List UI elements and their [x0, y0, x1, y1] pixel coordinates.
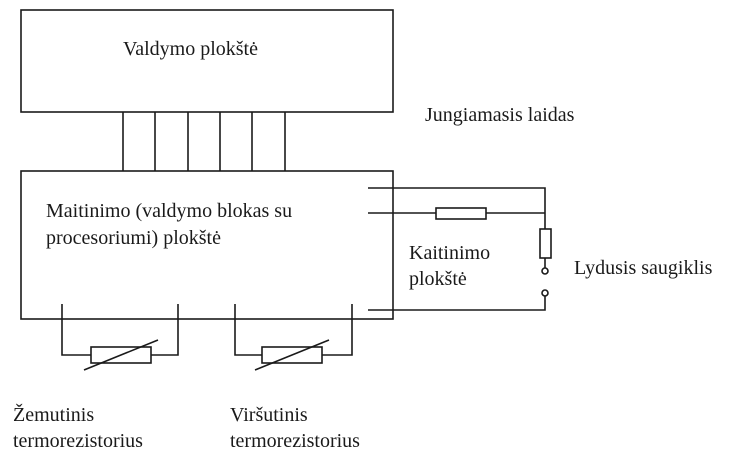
heating-plate-label-line2: plokštė [409, 268, 467, 290]
heating-plate-resistor [435, 207, 487, 220]
heating-plate-label-line1: Kaitinimo [409, 242, 491, 264]
connecting-wire-bundle [122, 112, 286, 171]
fuse-label: Lydusis saugiklis [574, 257, 713, 279]
contact-terminal-bottom [541, 289, 549, 297]
control-board-label: Valdymo plokštė [123, 38, 258, 60]
upper-thermistor-label-line2: termorezistorius [230, 430, 360, 452]
upper-thermistor-circuit [234, 304, 353, 371]
lower-thermistor-label-line1: Žemutinis [13, 404, 95, 426]
contact-terminal-top [541, 267, 549, 275]
power-board-label-line1: Maitinimo (valdymo blokas su [46, 200, 293, 222]
connecting-wire-label: Jungiamasis laidas [425, 104, 575, 126]
heating-circuit [368, 187, 552, 311]
upper-thermistor-label-line1: Viršutinis [230, 404, 308, 426]
lower-thermistor-label-line2: termorezistorius [13, 430, 143, 452]
lower-thermistor-circuit [61, 304, 179, 371]
upper-thermistor-slash [254, 339, 330, 371]
heating-wire-top [368, 187, 546, 229]
power-board-box [20, 170, 394, 320]
lower-thermistor-slash [83, 339, 159, 371]
heating-wire-bottom [368, 296, 546, 311]
fuse-element [539, 228, 552, 259]
control-board-box [20, 9, 394, 113]
upper-thermistor-wire-right [322, 304, 353, 356]
lower-thermistor-wire-right [151, 304, 179, 356]
upper-thermistor-wire-left [234, 304, 262, 356]
power-board-label-line2: procesoriumi) plokštė [46, 227, 221, 249]
lower-thermistor-wire-left [61, 304, 91, 356]
